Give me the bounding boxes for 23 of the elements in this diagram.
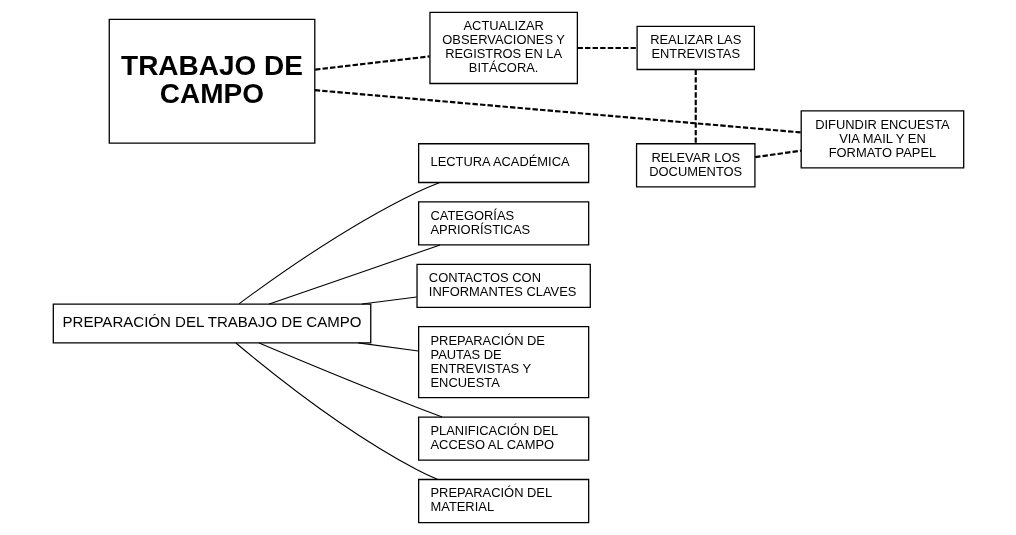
node-box: PLANIFICACIÓN DEL ACCESO AL CAMPO [417, 416, 589, 461]
node-box: TRABAJO DE CAMPO [108, 18, 315, 144]
connector [694, 69, 697, 144]
node-box: REALIZAR LAS ENTREVISTAS [635, 25, 755, 71]
node-box: DIFUNDIR ENCUESTA VIA MAIL Y EN FORMATO PAPEL [800, 110, 964, 169]
node-box: CONTACTOS CON INFORMANTES CLAVES [415, 263, 591, 308]
connector [268, 244, 441, 305]
node-box: PREPARACIÓN DE PAUTAS DE ENTREVISTAS Y ENCUESTA [417, 326, 589, 399]
connector [314, 89, 801, 134]
connector [754, 149, 801, 159]
node-box: LECTURA ACADÉMICA [417, 143, 589, 184]
connector [357, 342, 419, 352]
connector [258, 342, 443, 418]
connector [314, 55, 430, 71]
connector [234, 342, 438, 480]
node-box: PREPARACIÓN DEL MATERIAL [417, 478, 589, 524]
connector [577, 46, 637, 50]
connector [237, 182, 440, 305]
node-box: PREPARACIÓN DEL TRABAJO DE CAMPO [52, 303, 371, 344]
node-box: RELEVAR LOS DOCUMENTOS [635, 143, 756, 188]
node-box: CATEGORÍAS APRIORÍSTICAS [417, 201, 589, 246]
node-box: ACTUALIZAR OBSERVACIONES Y REGISTROS EN LA BITÁCORA. [428, 11, 578, 85]
connector [361, 296, 417, 305]
